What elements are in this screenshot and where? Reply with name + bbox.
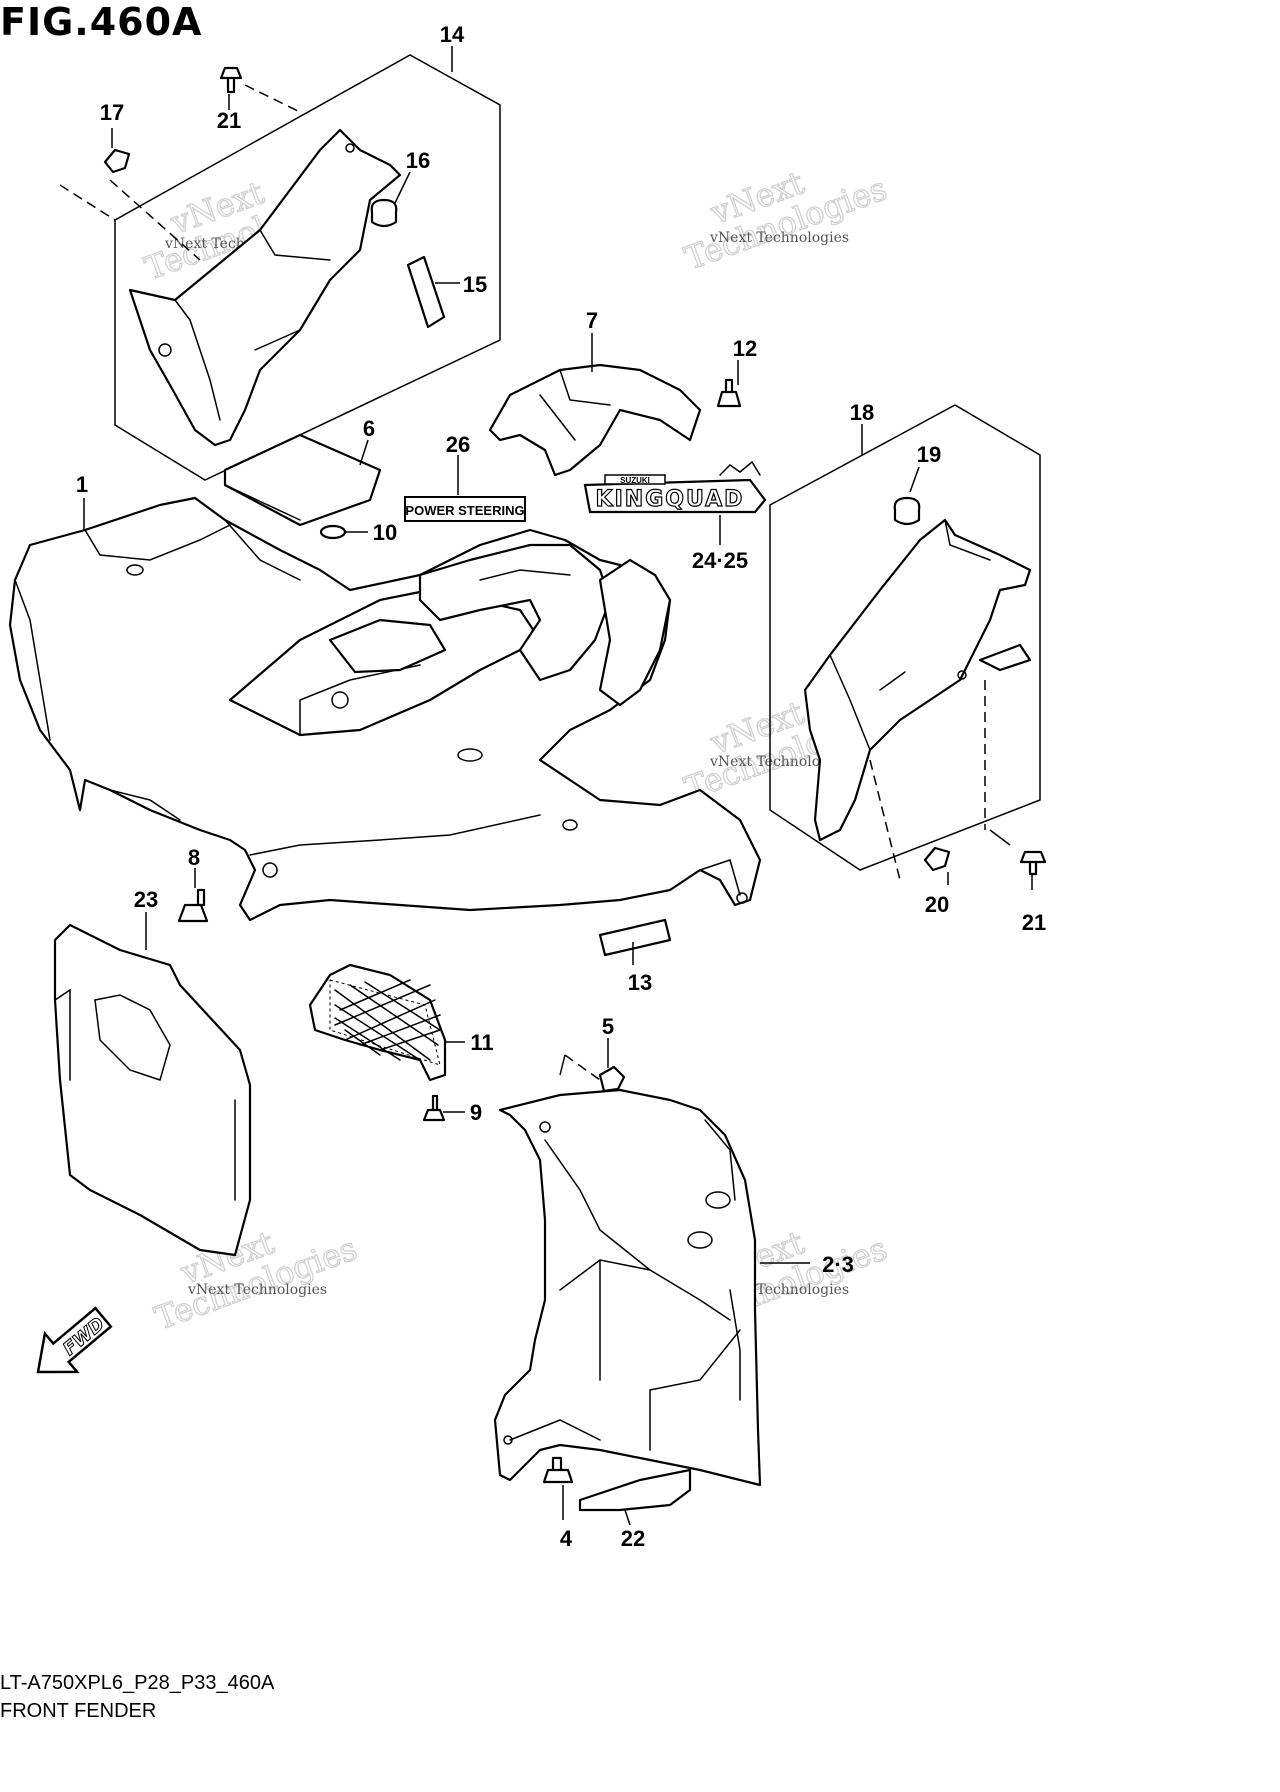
inset-box-18 bbox=[769, 404, 1041, 871]
part-10-grommet bbox=[319, 524, 347, 540]
callout-2-3: 2·3 bbox=[822, 1252, 854, 1277]
callout-22: 22 bbox=[621, 1526, 645, 1551]
decal-26-power-steering: POWER STEERING bbox=[404, 496, 526, 522]
part-4-screw bbox=[542, 1456, 574, 1484]
inset-box-14 bbox=[114, 54, 501, 481]
callout-18: 18 bbox=[850, 400, 874, 425]
part-12-screw bbox=[716, 378, 742, 408]
callout-6: 6 bbox=[363, 416, 375, 441]
part-1-front-fender bbox=[8, 496, 762, 922]
leader-lines bbox=[83, 46, 1033, 1526]
part-18-inner-panel-right bbox=[769, 404, 1041, 871]
callout-13: 13 bbox=[628, 970, 652, 995]
callout-21-top: 21 bbox=[217, 108, 241, 133]
part-2-3-mudguard bbox=[493, 1088, 762, 1487]
callout-12: 12 bbox=[733, 336, 757, 361]
fwd-arrow-icon: FWD bbox=[36, 1306, 113, 1374]
model-code: LT-A750XPL6_P28_P33_460A bbox=[0, 1672, 275, 1694]
part-19-grommet bbox=[893, 496, 921, 526]
callout-1: 1 bbox=[76, 472, 88, 497]
part-16-grommet bbox=[370, 198, 398, 228]
callout-5: 5 bbox=[602, 1014, 614, 1039]
callout-8: 8 bbox=[188, 845, 200, 870]
callout-26: 26 bbox=[446, 432, 470, 457]
figure-title: FIG.460A bbox=[0, 0, 203, 44]
callout-19: 19 bbox=[917, 442, 941, 467]
watermark-text: vNext Technologies bbox=[187, 1282, 327, 1298]
callout-14: 14 bbox=[440, 22, 465, 47]
watermark-text: vNext Technologies bbox=[709, 754, 849, 770]
part-9-screw bbox=[422, 1094, 446, 1122]
part-13-pad bbox=[598, 918, 672, 957]
part-17-clip bbox=[103, 148, 131, 174]
callout-labels: 14 21 17 16 15 7 12 18 19 6 26 10 24·25 … bbox=[76, 22, 1046, 1551]
part-21-screw bbox=[219, 66, 243, 94]
part-14-inner-panel-left bbox=[114, 54, 501, 481]
watermark-text: vNext Technologies bbox=[709, 230, 849, 246]
part-5-clip bbox=[598, 1065, 626, 1093]
callout-20: 20 bbox=[925, 892, 949, 917]
callout-21-right: 21 bbox=[1022, 910, 1046, 935]
callout-11: 11 bbox=[470, 1030, 493, 1055]
part-23-guard bbox=[53, 923, 252, 1257]
part-22-pad bbox=[578, 1468, 692, 1512]
callout-10: 10 bbox=[373, 520, 397, 545]
part-6-lid bbox=[223, 433, 382, 527]
callout-7: 7 bbox=[586, 308, 598, 333]
part-21-screw bbox=[1019, 850, 1047, 876]
part-11-grille bbox=[308, 963, 447, 1082]
part-8-screw bbox=[177, 888, 209, 923]
part-15-strip bbox=[406, 255, 446, 329]
decal-power-steering-text: POWER STEERING bbox=[405, 503, 524, 518]
callout-4: 4 bbox=[560, 1526, 573, 1551]
callout-23: 23 bbox=[134, 887, 158, 912]
part-20-clip bbox=[923, 846, 951, 872]
callout-17: 17 bbox=[100, 100, 124, 125]
section-name: FRONT FENDER bbox=[0, 1700, 157, 1722]
decal-24-25-kingquad: SUZUKI KINGQUAD bbox=[583, 460, 767, 514]
decal-kingquad-text: KINGQUAD bbox=[596, 487, 745, 512]
callout-24-25: 24·25 bbox=[692, 548, 748, 573]
callout-16: 16 bbox=[406, 148, 430, 173]
part-7-center-cover bbox=[488, 363, 702, 477]
callout-9: 9 bbox=[470, 1100, 482, 1125]
callout-15: 15 bbox=[463, 272, 487, 297]
decal-brand-small-text: SUZUKI bbox=[620, 476, 650, 485]
